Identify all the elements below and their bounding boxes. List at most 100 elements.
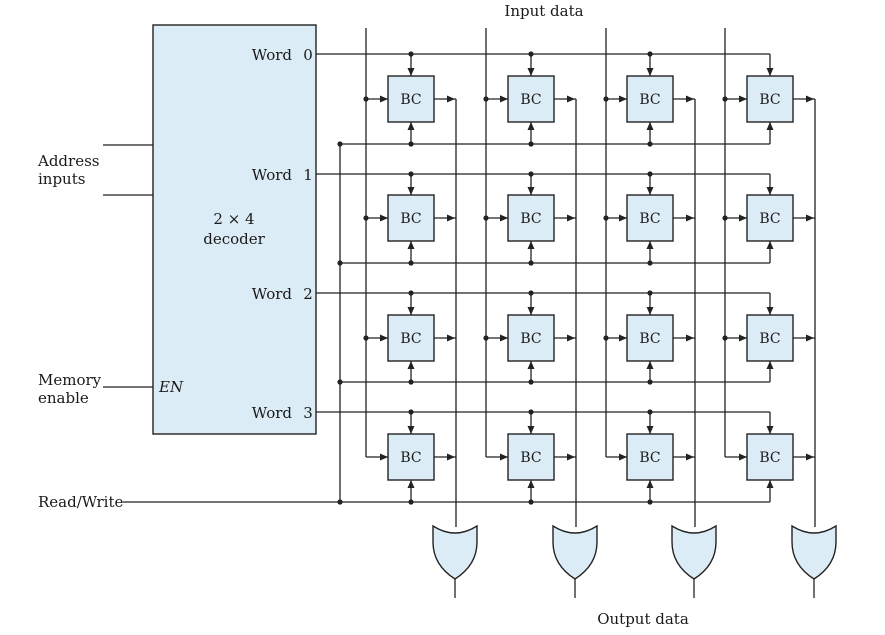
read-write-junction-3 <box>337 499 343 505</box>
select-arrow-2-2 <box>646 307 654 315</box>
binary-cell-label-2-3: BC <box>759 331 780 347</box>
input-junction-1-3 <box>722 215 728 221</box>
binary-cell-label-2-1: BC <box>520 331 541 347</box>
or-gate-0 <box>432 524 478 580</box>
control-arrow-0-1 <box>527 122 535 130</box>
word-junction-3-1 <box>528 409 534 415</box>
wiring-layer <box>316 28 816 598</box>
control-arrow-1-0 <box>407 241 415 249</box>
word-label-2: Word 2 <box>252 285 313 303</box>
output-arrow-1-1 <box>567 214 575 222</box>
binary-cell-box-3-2 <box>626 433 674 481</box>
binary-cell-label-1-2: BC <box>639 211 660 227</box>
control-junction-0-1 <box>528 141 534 147</box>
binary-cell-1-1: BC <box>507 194 555 242</box>
binary-cell-label-2-0: BC <box>400 331 421 347</box>
binary-cell-2-0: BC <box>387 314 435 362</box>
select-arrow-0-1 <box>527 68 535 76</box>
word-label-0: Word 0 <box>252 46 313 64</box>
output-arrow-1-2 <box>686 214 694 222</box>
svg-text:1: 1 <box>303 166 313 184</box>
output-arrow-3-2 <box>686 453 694 461</box>
output-arrow-0-0 <box>447 95 455 103</box>
binary-cell-2-3: BC <box>746 314 794 362</box>
control-junction-2-0 <box>408 379 414 385</box>
or-gate-2 <box>671 524 717 580</box>
output-data-label: Output data <box>597 610 689 628</box>
input-data-label: Input data <box>504 2 583 20</box>
input-arrow-0-3 <box>739 95 747 103</box>
input-junction-2-3 <box>722 335 728 341</box>
control-arrow-2-0 <box>407 361 415 369</box>
output-arrow-1-0 <box>447 214 455 222</box>
output-arrow-3-1 <box>567 453 575 461</box>
output-arrow-0-1 <box>567 95 575 103</box>
input-arrow-3-3 <box>739 453 747 461</box>
control-arrow-0-2 <box>646 122 654 130</box>
word-junction-1-0 <box>408 171 414 177</box>
control-arrow-3-0 <box>407 480 415 488</box>
binary-cell-box-2-1 <box>507 314 555 362</box>
input-junction-2-0 <box>363 335 369 341</box>
input-arrow-1-1 <box>500 214 508 222</box>
binary-cell-box-2-2 <box>626 314 674 362</box>
input-arrow-0-2 <box>619 95 627 103</box>
select-arrow-3-2 <box>646 426 654 434</box>
binary-cell-box-1-2 <box>626 194 674 242</box>
control-arrow-2-2 <box>646 361 654 369</box>
output-arrow-3-3 <box>806 453 814 461</box>
or-gate-3 <box>791 524 837 580</box>
decoder-enable-label: EN <box>158 378 184 396</box>
select-arrow-0-3 <box>766 68 774 76</box>
binary-cell-1-3: BC <box>746 194 794 242</box>
select-arrow-0-0 <box>407 68 415 76</box>
input-arrow-3-0 <box>380 453 388 461</box>
control-arrow-2-3 <box>766 361 774 369</box>
binary-cell-label-2-2: BC <box>639 331 660 347</box>
select-arrow-1-3 <box>766 187 774 195</box>
output-arrow-0-2 <box>686 95 694 103</box>
control-arrow-0-3 <box>766 122 774 130</box>
read-write-label: Read/Write <box>38 493 124 511</box>
select-arrow-2-0 <box>407 307 415 315</box>
control-arrow-2-1 <box>527 361 535 369</box>
binary-cell-label-0-3: BC <box>759 92 780 108</box>
or-gate-1 <box>552 524 598 580</box>
output-arrow-3-0 <box>447 453 455 461</box>
control-junction-3-2 <box>647 499 653 505</box>
input-arrow-2-0 <box>380 334 388 342</box>
word-junction-2-0 <box>408 290 414 296</box>
output-arrow-1-3 <box>806 214 814 222</box>
binary-cell-label-0-0: BC <box>400 92 421 108</box>
binary-cell-2-1: BC <box>507 314 555 362</box>
control-junction-0-0 <box>408 141 414 147</box>
input-arrow-2-3 <box>739 334 747 342</box>
address-inputs-label-2: inputs <box>38 170 85 188</box>
control-arrow-1-3 <box>766 241 774 249</box>
binary-cell-1-0: BC <box>387 194 435 242</box>
input-arrow-1-3 <box>739 214 747 222</box>
control-arrow-1-2 <box>646 241 654 249</box>
input-arrow-0-1 <box>500 95 508 103</box>
binary-cell-0-3: BC <box>746 75 794 123</box>
control-junction-2-1 <box>528 379 534 385</box>
binary-cell-0-1: BC <box>507 75 555 123</box>
select-arrow-1-0 <box>407 187 415 195</box>
control-arrow-3-1 <box>527 480 535 488</box>
control-junction-1-2 <box>647 260 653 266</box>
input-junction-0-0 <box>363 96 369 102</box>
control-junction-1-0 <box>408 260 414 266</box>
output-arrow-0-3 <box>806 95 814 103</box>
input-arrow-1-2 <box>619 214 627 222</box>
binary-cell-3-2: BC <box>626 433 674 481</box>
control-arrow-0-0 <box>407 122 415 130</box>
decoder-block <box>152 24 317 435</box>
binary-cell-box-2-0 <box>387 314 435 362</box>
input-junction-1-2 <box>603 215 609 221</box>
word-junction-3-2 <box>647 409 653 415</box>
decoder-title-2: decoder <box>203 230 265 248</box>
word-junction-0-2 <box>647 51 653 57</box>
binary-cell-label-1-3: BC <box>759 211 780 227</box>
